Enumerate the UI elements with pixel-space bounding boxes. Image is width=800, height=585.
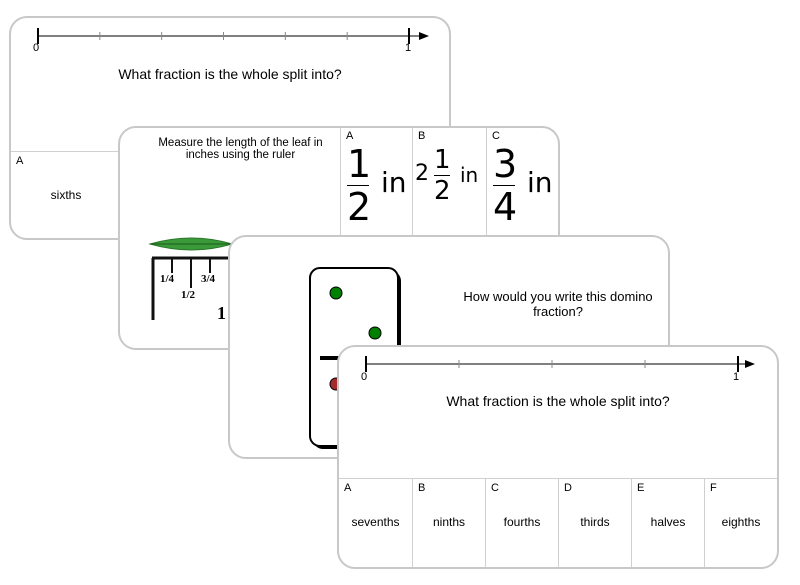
answer-letter: F (710, 482, 717, 494)
answer-b[interactable]: B 2 1 2 in (412, 128, 486, 236)
answer-c[interactable]: C fourths (485, 478, 558, 567)
ruler-label: 1/4 (160, 273, 175, 285)
denominator: 2 (347, 185, 372, 229)
number-line (37, 28, 429, 44)
answer-a[interactable]: A 1 2 in (340, 128, 414, 236)
question-text: What fraction is the whole split into? (118, 66, 342, 82)
answer-d[interactable]: D thirds (558, 478, 631, 567)
ruler-label: 1/2 (181, 289, 196, 301)
answer-letter: A (16, 155, 24, 167)
fraction-bar (347, 185, 369, 186)
question-text: Measure the length of the leaf in inches… (158, 137, 323, 161)
answer-a[interactable]: A sixths (11, 151, 121, 238)
denominator: 4 (493, 185, 518, 229)
axis-label-end: 1 (733, 371, 740, 383)
answer-text: sixths (50, 188, 82, 202)
answer-letter: C (492, 130, 500, 142)
answer-letter: B (418, 482, 426, 494)
axis-label-start: 0 (361, 371, 368, 383)
question-card-4[interactable]: 0 1 What fraction is the whole split int… (337, 345, 779, 569)
answer-letter: E (637, 482, 645, 494)
unit: in (381, 166, 407, 199)
unit: in (460, 163, 479, 187)
fraction-bar (493, 185, 515, 186)
ruler-label: 3/4 (201, 273, 216, 285)
unit: in (527, 166, 553, 199)
axis-label-end: 1 (405, 42, 412, 54)
numerator: 1 (434, 145, 451, 175)
answer-text: halves (650, 515, 686, 529)
answer-text: ninths (432, 515, 466, 529)
answer-letter: D (564, 482, 572, 494)
question-text: How would you write this domino fraction… (463, 289, 653, 319)
answer-letter: A (346, 130, 354, 142)
answer-f[interactable]: F eighths (704, 478, 777, 567)
answer-letter: B (418, 130, 426, 142)
answer-e[interactable]: E halves (631, 478, 704, 567)
answer-text: sevenths (351, 515, 400, 529)
ruler-label: 1 (217, 303, 226, 323)
axis-label-start: 0 (33, 42, 40, 54)
answer-a[interactable]: A sevenths (339, 478, 412, 567)
answer-text: fourths (503, 515, 541, 529)
answer-letter: A (344, 482, 352, 494)
answer-c[interactable]: C 3 4 in (486, 128, 558, 236)
numerator: 3 (493, 142, 518, 186)
number-line (365, 356, 755, 372)
answer-text: thirds (580, 515, 610, 529)
leaf-ruler-image (148, 237, 234, 320)
denominator: 2 (434, 176, 451, 206)
numerator: 1 (347, 142, 372, 186)
question-text: What fraction is the whole split into? (446, 393, 670, 409)
answer-letter: C (491, 482, 499, 494)
mixed-whole: 2 (415, 161, 429, 186)
answer-text: eighths (721, 515, 761, 529)
fraction-bar (434, 175, 450, 176)
answer-b[interactable]: B ninths (412, 478, 485, 567)
